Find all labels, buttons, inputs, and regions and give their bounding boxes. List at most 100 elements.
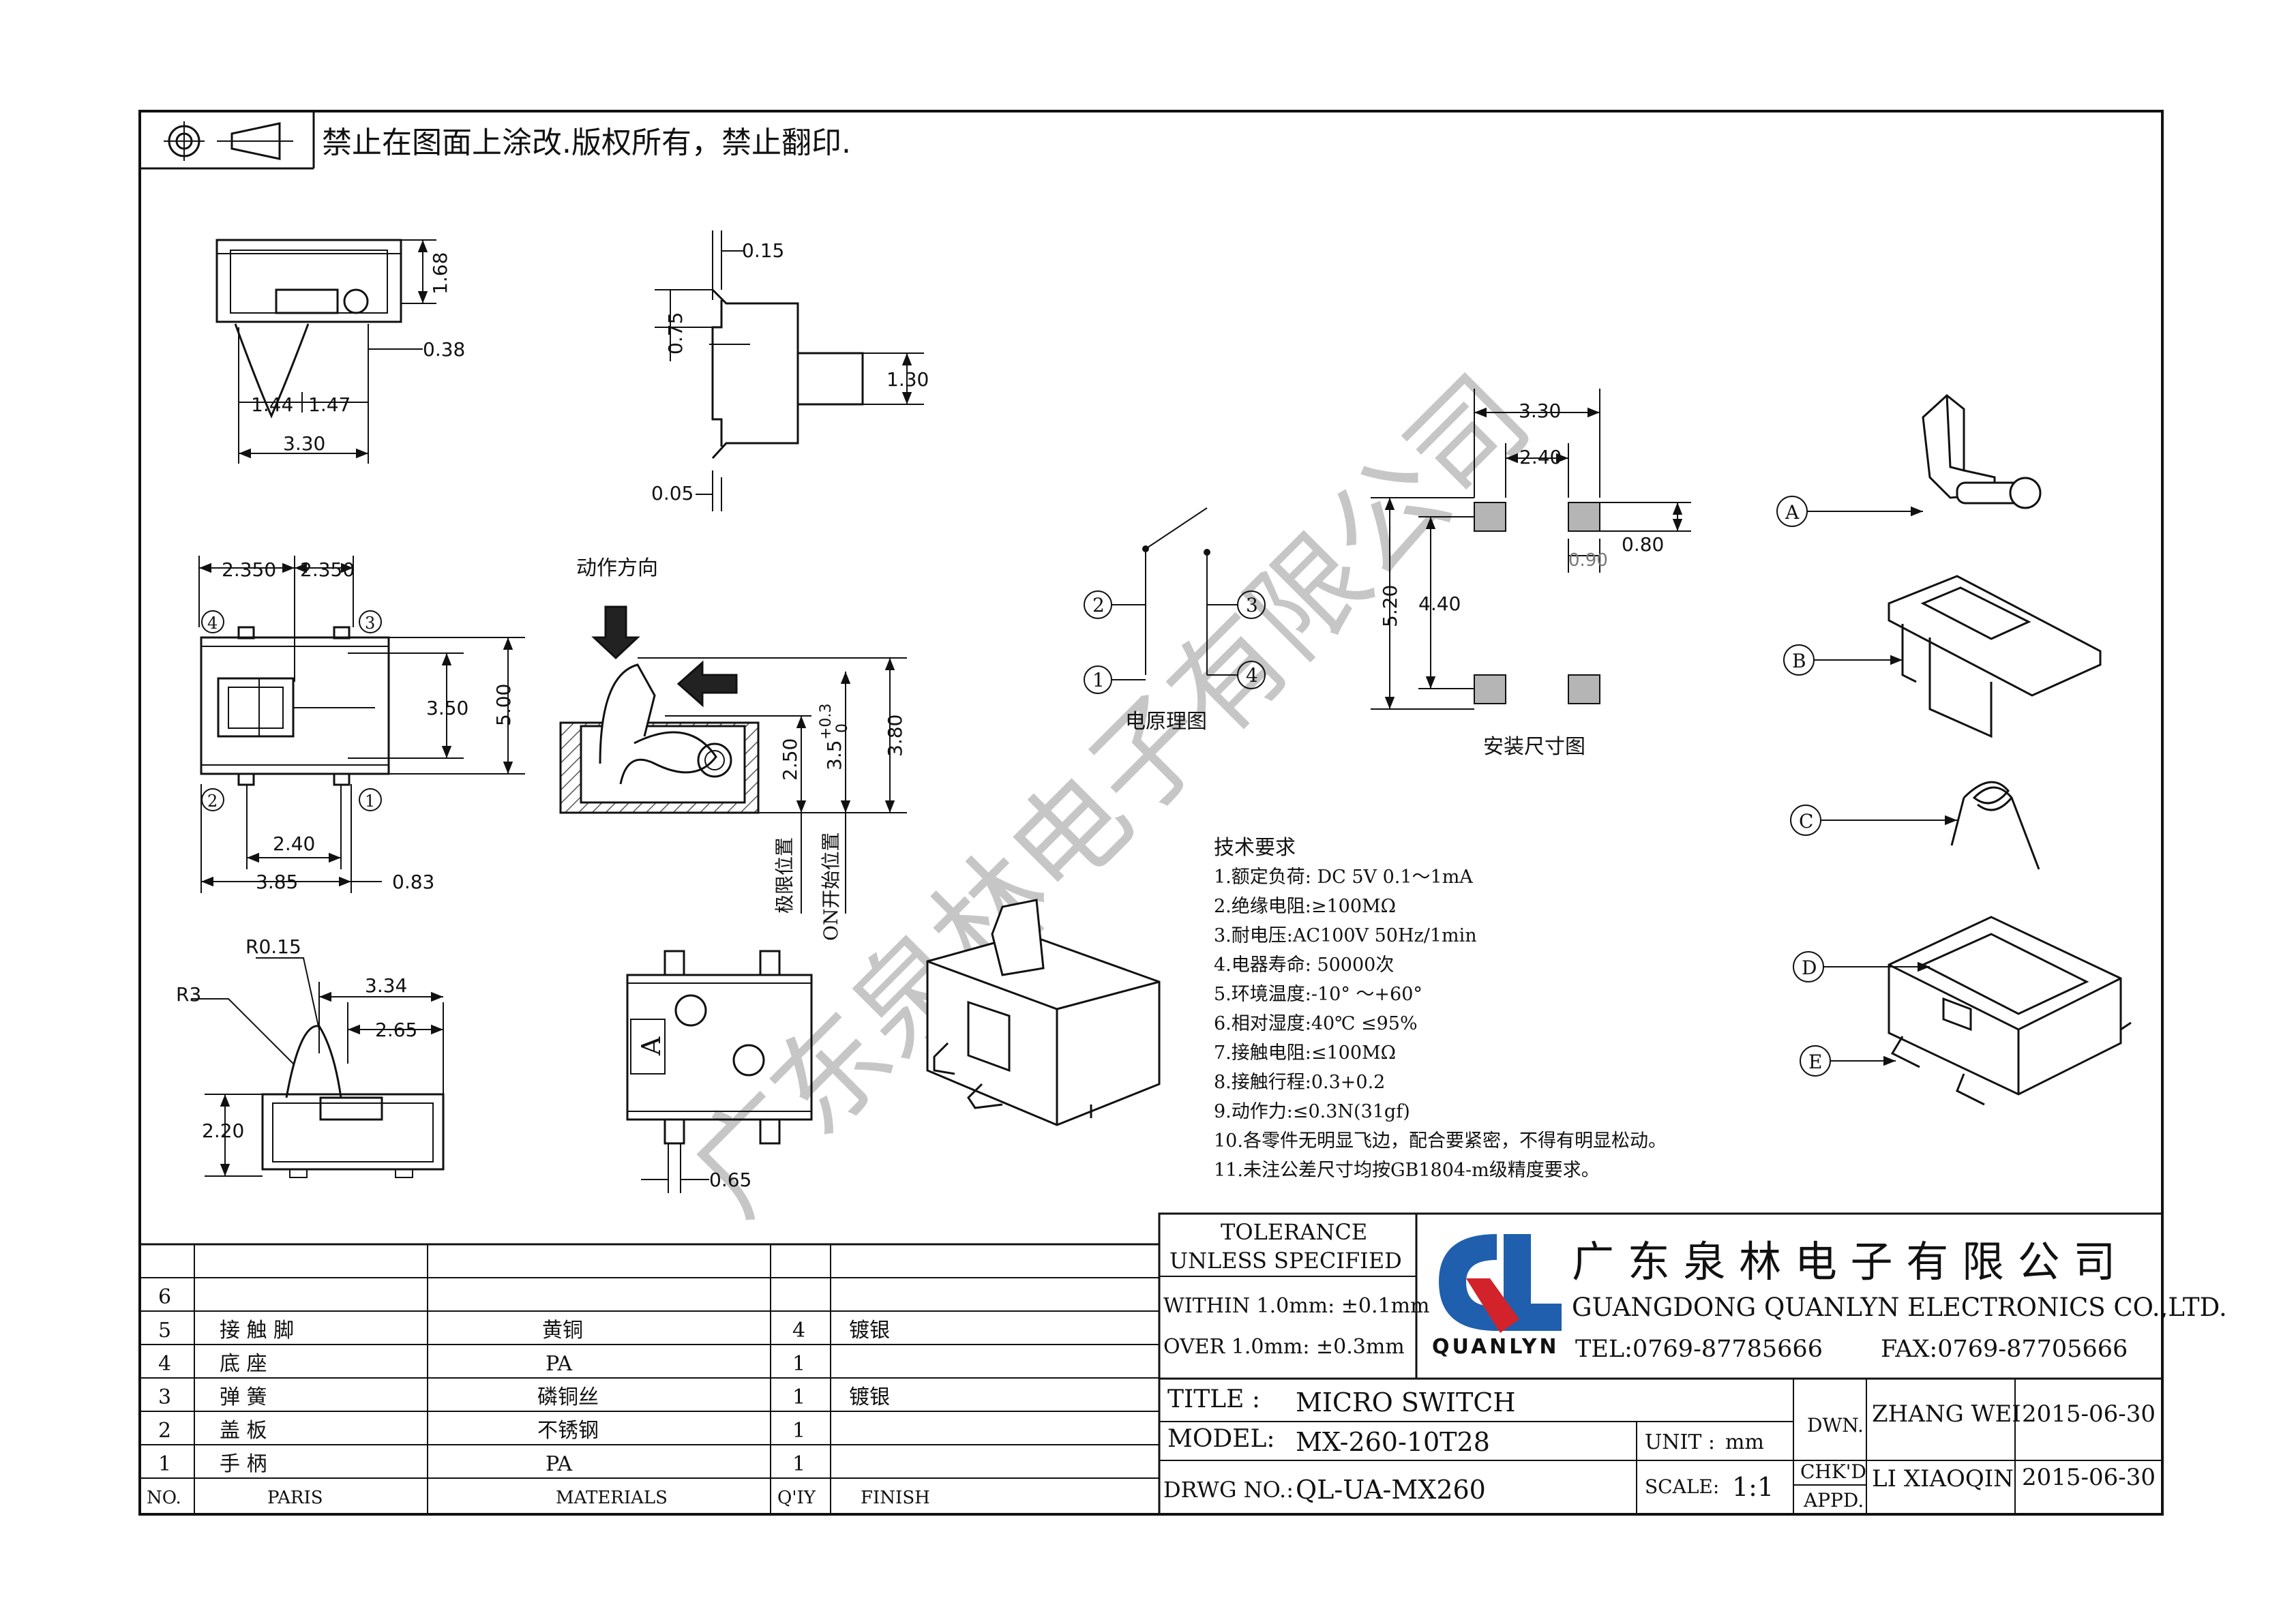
tech-item: 5.环境温度:-10° ～+60°	[1214, 984, 1422, 1005]
table-row: 6	[158, 1285, 171, 1309]
bom-header-no: NO.	[147, 1488, 181, 1508]
dim-3-5: 3.5	[823, 740, 846, 770]
bom-qty: 1	[792, 1385, 805, 1409]
tech-item: 11.未注公差尺寸均按GB1804-m级精度要求。	[1214, 1160, 1600, 1181]
exploded-parts	[1888, 394, 2132, 1106]
isometric-switch	[926, 899, 1161, 1126]
bom-no: 6	[158, 1285, 171, 1309]
bom-header-qty: Q'IY	[777, 1488, 816, 1508]
tolerance-within: WITHIN 1.0mm: ±0.1mm	[1163, 1294, 1429, 1318]
tech-item: 9.动作力:≤0.3N(31gf)	[1214, 1101, 1410, 1122]
dim-2-20: 2.20	[202, 1120, 244, 1142]
pin-label-1: 1	[365, 792, 375, 811]
drawn-date: 2015-06-30	[2022, 1400, 2156, 1428]
dim-tol-minus: 0	[834, 723, 851, 733]
scale-label: SCALE:	[1645, 1475, 1719, 1498]
bottom-view	[626, 950, 813, 1193]
dim-1-68: 1.68	[429, 252, 451, 295]
down-arrow-icon	[591, 605, 640, 660]
logo-q-shape	[1439, 1234, 1510, 1331]
bom-material: PA	[546, 1452, 572, 1476]
bom-header-finish: FINISH	[861, 1488, 930, 1508]
bom-material: 不锈钢	[537, 1419, 599, 1443]
schematic-label: 电原理图	[1125, 710, 1207, 734]
drwg-label: DRWG NO.:	[1163, 1477, 1294, 1503]
company-name-en: GUANGDONG QUANLYN ELECTRONICS CO.,LTD.	[1572, 1293, 2227, 1322]
bom-qty: 4	[792, 1319, 805, 1342]
bom-material: 黄铜	[542, 1319, 583, 1342]
table-row: 3 弹 簧 磷铜丝 1 镀银	[158, 1385, 890, 1409]
drawn-by: ZHANG WEI	[1872, 1400, 2021, 1428]
scale-value: 1:1	[1732, 1472, 1774, 1502]
dim-3-85: 3.85	[256, 871, 298, 893]
pin-label-4: 4	[207, 614, 218, 633]
section-view	[559, 605, 907, 914]
tech-item: 6.相对湿度:40℃ ≤95%	[1214, 1013, 1418, 1034]
company-logo: QUANLYN	[1432, 1234, 1562, 1359]
projection-symbol-icon	[164, 121, 293, 161]
bom-part: 盖 板	[220, 1419, 267, 1443]
schematic-pin-1: 1	[1092, 669, 1105, 691]
tech-item: 2.绝缘电阻:≥100MΩ	[1214, 896, 1396, 917]
title-value: MICRO SWITCH	[1296, 1387, 1516, 1417]
dim-2-65: 2.65	[375, 1019, 417, 1041]
dim-2-40-plan: 2.40	[273, 832, 315, 855]
logo-l-shape	[1504, 1234, 1562, 1331]
tolerance-subtitle: UNLESS SPECIFIED	[1169, 1248, 1402, 1274]
bom-no: 1	[158, 1452, 171, 1476]
mount-dim-0-80: 0.80	[1622, 533, 1664, 556]
schematic-pin-3: 3	[1246, 594, 1258, 616]
dim-3-50: 3.50	[426, 697, 468, 719]
title-block-frame	[1158, 1212, 2164, 1516]
model-label: MODEL:	[1167, 1425, 1275, 1453]
tech-item: 8.接触行程:0.3+0.2	[1214, 1072, 1385, 1093]
drwg-value: QL-UA-MX260	[1296, 1475, 1486, 1505]
dim-3-80: 3.80	[884, 715, 906, 757]
schematic-pin-2: 2	[1092, 594, 1105, 616]
model-value: MX-260-10T28	[1296, 1427, 1490, 1457]
part-a-handle	[1922, 394, 1996, 499]
unit-label: UNIT :	[1645, 1430, 1715, 1454]
watermark: 广东泉林电子有限公司	[666, 351, 1554, 1239]
bom-finish: 镀银	[849, 1319, 890, 1342]
bom-part: 接 触 脚	[220, 1319, 294, 1342]
dim-r0-15: R0.15	[245, 935, 301, 958]
unit-value: mm	[1725, 1430, 1764, 1454]
dim-0-05: 0.05	[651, 482, 694, 505]
bom-material: 磷铜丝	[537, 1385, 599, 1409]
dim-2-350-right: 2.350	[300, 558, 355, 581]
mount-footprint	[1371, 389, 1691, 710]
copyright-notice: 禁止在图面上涂改.版权所有，禁止翻印.	[322, 125, 851, 160]
company-name-cn: 广 东 泉 林 电 子 有 限 公 司	[1572, 1237, 2115, 1287]
part-c-spring	[1950, 781, 2040, 870]
dim-1-30: 1.30	[886, 368, 929, 391]
schematic	[1084, 507, 1266, 694]
dim-2-350-left: 2.350	[222, 558, 276, 581]
bom-table	[140, 1243, 1159, 1514]
dim-1-47: 1.47	[308, 393, 351, 416]
part-label-c: C	[1799, 810, 1813, 832]
dim-0-15: 0.15	[742, 239, 784, 262]
tech-requirements: 技术要求 1.额定负荷: DC 5V 0.1～1mA 2.绝缘电阻:≥100MΩ…	[1214, 836, 1667, 1181]
tech-item: 10.各零件无明显飞边，配合要紧密，不得有明显松动。	[1214, 1130, 1667, 1152]
checked-date: 2015-06-30	[2022, 1464, 2156, 1491]
bom-part: 弹 簧	[220, 1385, 267, 1409]
bom-no: 2	[158, 1419, 171, 1443]
side-view	[655, 230, 924, 511]
action-direction-label: 动作方向	[576, 556, 658, 580]
pin-label-2: 2	[207, 792, 218, 811]
bom-part: 手 柄	[220, 1452, 267, 1476]
bom-no: 5	[158, 1319, 171, 1342]
bom-qty: 1	[792, 1352, 805, 1376]
table-row: 2 盖 板 不锈钢 1	[158, 1419, 805, 1443]
bom-material: PA	[546, 1352, 572, 1376]
mount-dim-2-40: 2.40	[1519, 446, 1562, 468]
table-row: 1 手 柄 PA 1	[158, 1452, 805, 1476]
dim-5-00: 5.00	[492, 684, 515, 726]
dim-3-30-top: 3.30	[283, 432, 325, 455]
bom-qty: 1	[792, 1419, 805, 1443]
dim-0-75: 0.75	[664, 312, 687, 355]
table-header-row: NO. PARIS MATERIALS Q'IY FINISH	[147, 1488, 930, 1508]
dim-tol-plus: +0.3	[818, 704, 835, 740]
